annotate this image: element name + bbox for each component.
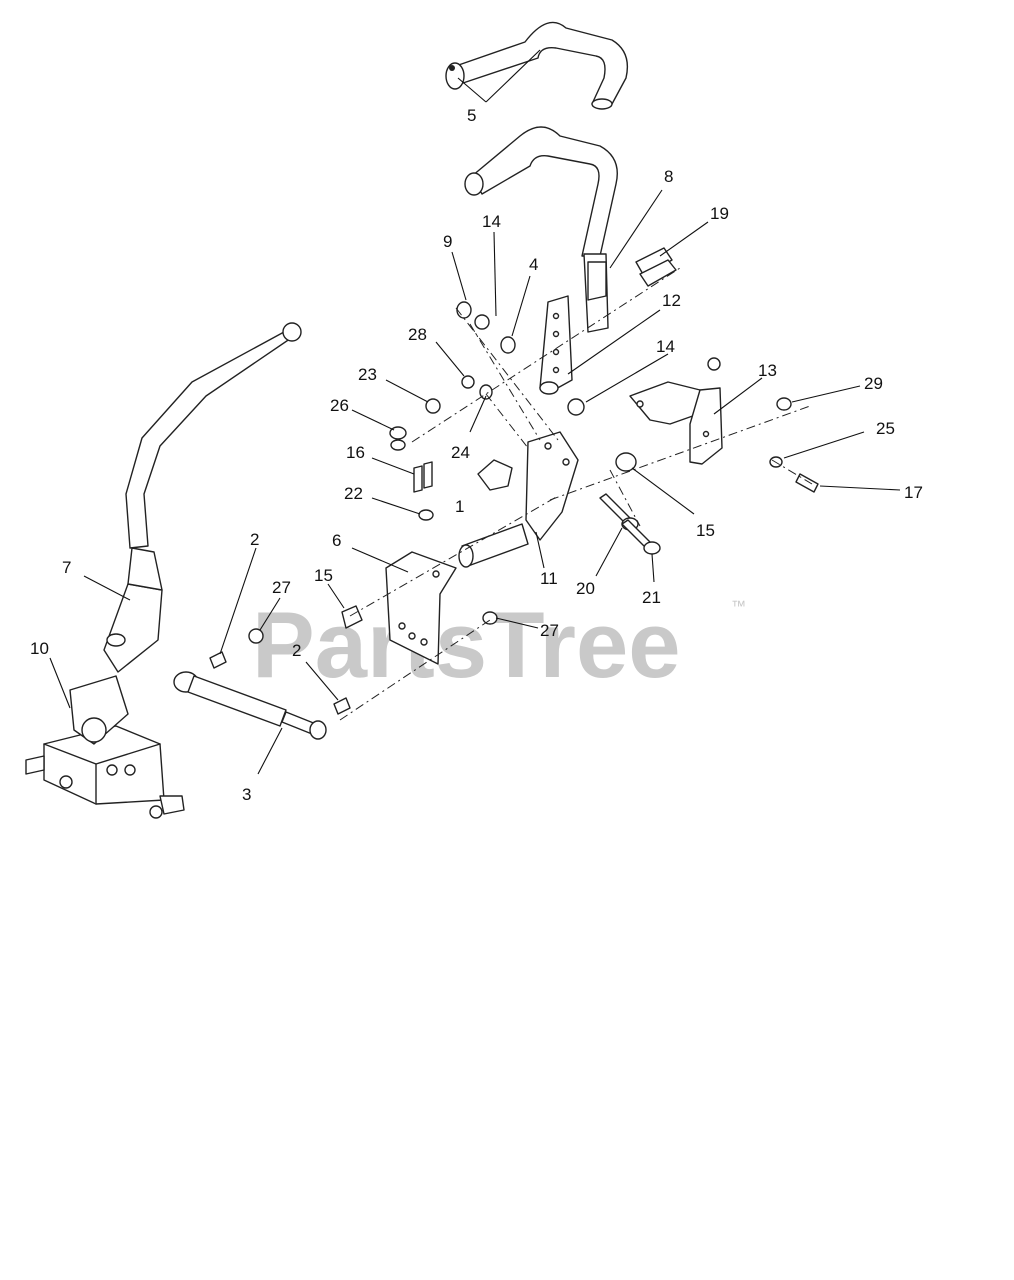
callout-label: 14: [482, 212, 501, 231]
callout-label: 8: [664, 167, 673, 186]
assembly-centerlines: [339, 267, 813, 721]
callout-label: 1: [455, 497, 464, 516]
part-13-bracket: [629, 381, 723, 465]
part-19-bolt: [635, 247, 673, 277]
callout-label: 3: [242, 785, 251, 804]
callout-label: 27: [540, 621, 559, 640]
callout-labels: 5 8 19 9 14 4 12 28 14 23 13 29 26 24 25…: [30, 106, 923, 804]
callout-label: 15: [696, 521, 715, 540]
part-15-bushing: [615, 452, 637, 472]
callout-label: 4: [529, 255, 538, 274]
part-23-washer: [425, 398, 441, 414]
leader-lines: [49, 49, 901, 775]
part-27-nut-b: [482, 611, 498, 625]
callout-label: 5: [467, 106, 476, 125]
callout-label: 11: [540, 569, 558, 588]
callout-label: 10: [30, 639, 49, 658]
callout-label: 2: [292, 641, 301, 660]
callout-label: 24: [451, 443, 470, 462]
callout-label: 17: [904, 483, 923, 502]
watermark-trademark: ™: [731, 598, 746, 615]
part-9-washer: [456, 301, 472, 319]
part-22-washer: [418, 509, 434, 521]
watermark-logo: PartsTree: [252, 592, 681, 697]
callout-label: 12: [662, 291, 681, 310]
part-6-plate: [385, 551, 457, 665]
part-3-damper: [173, 671, 327, 740]
callout-label: 27: [272, 578, 291, 597]
callout-label: 6: [332, 531, 341, 550]
callout-label: 16: [346, 443, 365, 462]
part-2-ball-joint: [209, 651, 227, 669]
part-12-bracket: [539, 295, 573, 395]
part-20-21-pins: [599, 493, 661, 555]
callout-label: 22: [344, 484, 363, 503]
part-10-pump-mount: [25, 675, 185, 819]
callout-label: 2: [250, 530, 259, 549]
callout-label: 28: [408, 325, 427, 344]
part-7-lever: [103, 322, 302, 673]
callout-label: 19: [710, 204, 729, 223]
part-29-bolt: [776, 397, 792, 411]
callout-label: 23: [358, 365, 377, 384]
callout-label: 9: [443, 232, 452, 251]
callout-label: 26: [330, 396, 349, 415]
part-4-spacer: [500, 336, 516, 354]
part-14-bushing-b: [567, 398, 585, 416]
callout-label: 20: [576, 579, 595, 598]
callout-label: 29: [864, 374, 883, 393]
callout-label: 15: [314, 566, 333, 585]
part-17-bolt: [795, 473, 819, 493]
part-8-lever: [464, 126, 618, 333]
callout-label: 7: [62, 558, 71, 577]
part-14-bushing: [474, 314, 490, 330]
part-5-handle: [445, 21, 629, 110]
callout-label: 21: [642, 588, 661, 607]
callout-label: 13: [758, 361, 777, 380]
part-13-screw: [707, 357, 721, 371]
callout-label: 25: [876, 419, 895, 438]
part-27-nut: [248, 628, 264, 644]
part-28-nut: [461, 375, 475, 389]
callout-label: 14: [656, 337, 675, 356]
part-11-pivot-shaft: [458, 431, 579, 568]
part-1-bushing: [477, 459, 513, 491]
part-16-bolt: [413, 465, 423, 493]
part-2-ball-joint-b: [333, 697, 351, 715]
